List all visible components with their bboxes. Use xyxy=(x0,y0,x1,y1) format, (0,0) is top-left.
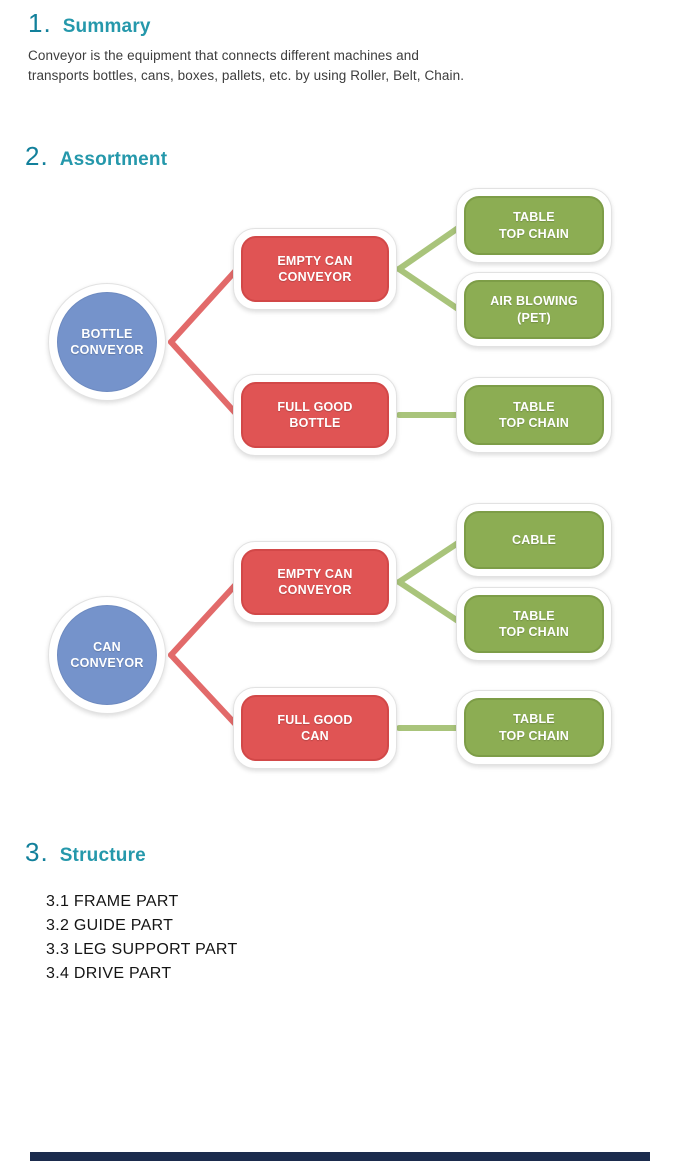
node-can-conveyor: CAN CONVEYOR xyxy=(48,596,166,714)
assortment-heading-number: 2. xyxy=(25,141,49,171)
node-full-good-can: FULL GOOD CAN xyxy=(233,687,397,769)
node-table-top-chain-3-label: TABLE TOP CHAIN xyxy=(498,608,570,639)
summary-heading-number: 1. xyxy=(28,8,52,38)
summary-heading: 1. Summary xyxy=(28,8,151,39)
connector-empty-to-tabletop-2 xyxy=(396,579,464,626)
summary-paragraph: Conveyor is the equipment that connects … xyxy=(28,46,464,85)
connector-empty-to-tabletop-1 xyxy=(396,223,464,272)
connector-can-to-full xyxy=(168,652,242,731)
node-air-blowing-pet: AIR BLOWING (PET) xyxy=(456,272,612,347)
node-cable: CABLE xyxy=(456,503,612,577)
node-full-good-bottle: FULL GOOD BOTTLE xyxy=(233,374,397,456)
structure-heading: 3. Structure xyxy=(25,837,146,868)
assortment-heading-title: Assortment xyxy=(59,149,168,170)
node-empty-can-conveyor-can: EMPTY CAN CONVEYOR xyxy=(233,541,397,623)
structure-item-drive-part: 3.4 DRIVE PART xyxy=(46,965,172,982)
structure-item-frame-part: 3.1 FRAME PART xyxy=(46,893,179,910)
summary-paragraph-line-2: transports bottles, cans, boxes, pallets… xyxy=(28,67,465,83)
structure-item-leg-support-part: 3.3 LEG SUPPORT PART xyxy=(46,941,238,958)
structure-heading-number: 3. xyxy=(25,837,49,867)
node-table-top-chain-1-label: TABLE TOP CHAIN xyxy=(498,210,570,241)
node-table-top-chain-2: TABLE TOP CHAIN xyxy=(456,377,612,453)
structure-list: 3.1 FRAME PART 3.2 GUIDE PART 3.3 LEG SU… xyxy=(46,890,238,986)
summary-paragraph-line-1: Conveyor is the equipment that connects … xyxy=(28,48,419,63)
node-cable-label: CABLE xyxy=(511,532,557,547)
connector-empty-to-cable xyxy=(396,538,464,585)
node-full-good-can-label: FULL GOOD CAN xyxy=(277,712,353,743)
node-table-top-chain-1: TABLE TOP CHAIN xyxy=(456,188,612,263)
node-empty-can-conveyor-can-label: EMPTY CAN CONVEYOR xyxy=(277,566,353,597)
node-can-conveyor-label: CAN CONVEYOR xyxy=(70,639,144,670)
node-table-top-chain-3: TABLE TOP CHAIN xyxy=(456,587,612,661)
connector-can-to-empty xyxy=(168,578,242,658)
structure-item-guide-part: 3.2 GUIDE PART xyxy=(46,917,174,934)
connector-bottle-to-empty xyxy=(168,264,242,345)
connector-empty-to-airblowing xyxy=(396,266,464,314)
node-empty-can-conveyor-bottle: EMPTY CAN CONVEYOR xyxy=(233,228,397,310)
connector-bottle-to-full xyxy=(168,339,242,420)
node-table-top-chain-2-label: TABLE TOP CHAIN xyxy=(498,399,570,430)
node-table-top-chain-4-label: TABLE TOP CHAIN xyxy=(498,712,570,743)
structure-heading-title: Structure xyxy=(59,845,146,866)
node-empty-can-conveyor-bottle-label: EMPTY CAN CONVEYOR xyxy=(277,253,353,284)
node-bottle-conveyor: BOTTLE CONVEYOR xyxy=(48,283,166,401)
node-air-blowing-pet-label: AIR BLOWING (PET) xyxy=(490,294,578,325)
node-table-top-chain-4: TABLE TOP CHAIN xyxy=(456,690,612,765)
footer-bar xyxy=(30,1152,650,1161)
node-full-good-bottle-label: FULL GOOD BOTTLE xyxy=(277,399,353,430)
node-bottle-conveyor-label: BOTTLE CONVEYOR xyxy=(70,326,144,357)
assortment-heading: 2. Assortment xyxy=(25,141,167,172)
summary-heading-title: Summary xyxy=(62,16,151,37)
